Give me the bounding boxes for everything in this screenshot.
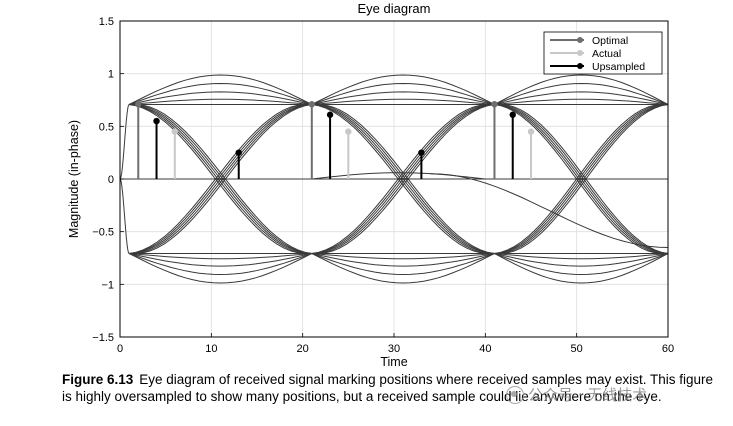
upsampled-marker bbox=[326, 111, 334, 118]
x-axis-label: Time bbox=[380, 355, 407, 369]
legend-marker-upsampled bbox=[577, 63, 583, 69]
eye-trace bbox=[494, 104, 669, 255]
eye-trace bbox=[494, 103, 669, 254]
legend-marker-optimal bbox=[577, 37, 583, 43]
eye-trace bbox=[129, 98, 312, 105]
optimal-marker bbox=[308, 101, 315, 108]
eye-trace bbox=[311, 253, 495, 267]
sample-stems bbox=[135, 101, 535, 179]
eye-trace bbox=[494, 98, 669, 105]
eye-trace bbox=[494, 253, 669, 267]
eye-trace bbox=[311, 98, 495, 105]
y-tick-label: −1.5 bbox=[92, 332, 114, 344]
actual-marker bbox=[345, 128, 352, 135]
y-tick-label: 0 bbox=[108, 174, 114, 186]
x-tick-label: 40 bbox=[479, 343, 491, 355]
y-tick-label: 1.5 bbox=[99, 16, 114, 28]
eye-trace bbox=[311, 253, 495, 284]
eye-trace bbox=[128, 82, 312, 105]
optimal-marker bbox=[135, 101, 142, 108]
eye-trace bbox=[129, 104, 312, 254]
eye-trace bbox=[494, 253, 669, 260]
eye-trace bbox=[311, 82, 495, 105]
eye-trace bbox=[128, 74, 313, 105]
eye-trace bbox=[311, 74, 495, 105]
legend-label-actual: Actual bbox=[592, 48, 621, 60]
eye-trace bbox=[128, 253, 312, 267]
y-tick-label: 0.5 bbox=[99, 121, 114, 133]
legend-label-upsampled: Upsampled bbox=[592, 61, 645, 73]
eye-trace bbox=[129, 104, 312, 255]
figure-label: Figure 6.13 bbox=[62, 372, 134, 387]
eye-trace bbox=[119, 178, 130, 254]
eye-trace bbox=[128, 91, 312, 105]
x-tick-label: 10 bbox=[205, 343, 217, 355]
eye-trace bbox=[311, 104, 495, 254]
eye-trace bbox=[311, 253, 495, 276]
eye-trace bbox=[311, 104, 495, 254]
x-tick-label: 60 bbox=[662, 343, 674, 355]
upsampled-marker bbox=[418, 149, 425, 156]
eye-trace bbox=[311, 253, 495, 260]
eye-trace bbox=[311, 104, 495, 255]
eye-trace bbox=[129, 253, 312, 260]
actual-marker bbox=[171, 128, 178, 135]
eye-trace bbox=[129, 104, 312, 254]
eye-trace bbox=[119, 104, 130, 180]
upsampled-marker bbox=[509, 111, 516, 118]
legend-marker-actual bbox=[577, 50, 583, 56]
y-axis-label: Magnitude (in-phase) bbox=[67, 120, 81, 238]
x-tick-label: 30 bbox=[388, 343, 400, 355]
eye-trace bbox=[494, 91, 669, 105]
eye-trace bbox=[494, 253, 669, 284]
eye-trace bbox=[494, 74, 669, 105]
upsampled-marker bbox=[153, 117, 160, 125]
legend-label-optimal: Optimal bbox=[592, 35, 628, 47]
eye-trace bbox=[128, 253, 313, 284]
eye-trace bbox=[494, 82, 669, 105]
eye-trace bbox=[311, 91, 495, 105]
y-tick-label: 1 bbox=[108, 69, 114, 81]
axis-ticks: 0 10 20 30 40 50 60 1.5 1 0.5 0 −0.5 −1 −1.5 bbox=[92, 16, 674, 355]
y-tick-label: −0.5 bbox=[92, 227, 114, 239]
eye-traces bbox=[119, 74, 669, 284]
eye-diagram-chart: Eye diagram 0 10 20 30 40 50 60 1.5 1 0.5 0 −0.5 −1 −… bbox=[67, 1, 674, 369]
eye-trace bbox=[430, 173, 669, 248]
eye-trace bbox=[128, 253, 312, 276]
y-tick-label: −1 bbox=[101, 279, 114, 291]
x-tick-label: 0 bbox=[117, 343, 123, 355]
watermark-text: 公众号 · 无线技术 bbox=[528, 386, 648, 404]
actual-marker bbox=[527, 128, 535, 135]
wechat-logo-icon bbox=[506, 385, 524, 404]
x-tick-label: 50 bbox=[571, 343, 583, 355]
watermark: 公众号 · 无线技术 bbox=[506, 384, 647, 405]
eye-trace bbox=[494, 104, 669, 254]
eye-trace bbox=[494, 253, 669, 276]
eye-trace bbox=[129, 103, 312, 254]
chart-title: Eye diagram bbox=[358, 1, 431, 16]
upsampled-marker bbox=[235, 149, 242, 156]
x-tick-label: 20 bbox=[297, 343, 309, 355]
optimal-marker bbox=[491, 101, 498, 108]
